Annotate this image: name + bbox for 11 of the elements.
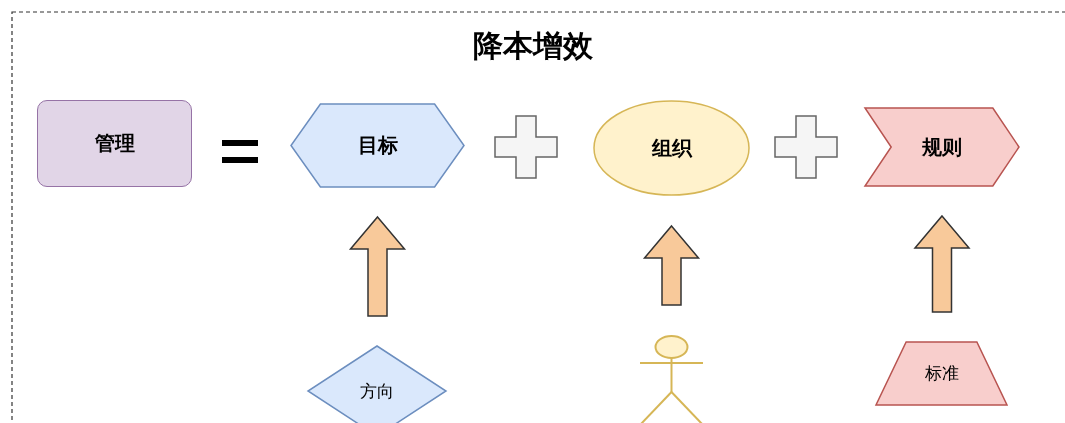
block-arrow [642, 224, 701, 306]
block-arrow [913, 214, 971, 313]
node-label: 目标 [357, 132, 398, 159]
node-label: 规则 [922, 133, 962, 161]
node-label: 标准 [924, 362, 959, 385]
rounded-box [37, 100, 192, 187]
node-label: 组织 [651, 134, 692, 162]
node-label: 管理 [94, 130, 135, 157]
node-label: 方向 [360, 379, 394, 403]
block-arrow [348, 215, 407, 317]
title: 降本增效 [472, 28, 593, 63]
